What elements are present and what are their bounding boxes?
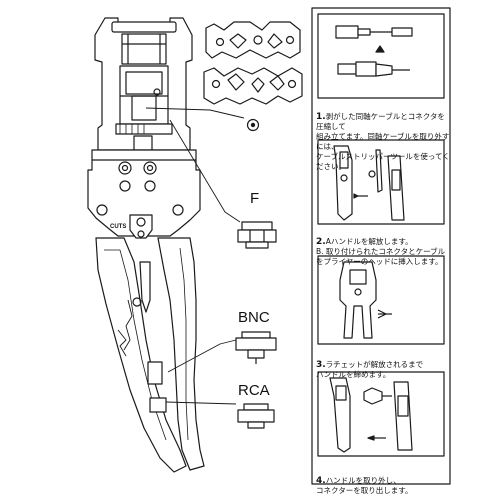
die-plate-top <box>205 21 301 59</box>
step-1-text: 1.剥がした同軸ケーブルとコネクタを圧縮して 組み立てます。同軸ケーブルを取り外… <box>316 102 452 172</box>
step-1-body: 剥がした同軸ケーブルとコネクタを圧縮して 組み立てます。同軸ケーブルを取り外すに… <box>316 112 450 171</box>
step-3-text: 3.ラチェットが解放されるまで ハンドルを締めます。 <box>316 350 452 380</box>
bnc-connector-drawing <box>235 331 277 364</box>
step1-figure <box>317 13 445 99</box>
step4-figure <box>317 371 445 457</box>
rca-connector-drawing <box>237 403 275 429</box>
step-2-number: 2. <box>316 237 326 247</box>
step-4-number: 4. <box>316 476 326 486</box>
step-2-text: 2.Aハンドルを解放します。 B. 取り付けられたコネクタとケーブル をプライヤ… <box>316 227 452 267</box>
label-cuts: CUTS <box>110 224 127 230</box>
body-rivet-right <box>143 161 157 175</box>
step-3-body: ラチェットが解放されるまで ハンドルを締めます。 <box>316 360 424 379</box>
handle-latch <box>147 361 163 385</box>
label-rca: RCA <box>238 382 270 399</box>
step-3-number: 3. <box>316 360 326 370</box>
step-1-number: 1. <box>316 112 326 122</box>
step-2-body: Aハンドルを解放します。 B. 取り付けられたコネクタとケーブル をプライヤーの… <box>316 237 446 266</box>
step2-figure <box>317 139 445 225</box>
die-center-mark <box>246 118 260 132</box>
step-4-text: 4.ハンドルを取り外し、 コネクターを取り出します。 <box>316 466 452 496</box>
tool-body <box>87 149 201 237</box>
label-f: F <box>250 190 260 207</box>
crimping-tool <box>87 17 205 473</box>
leader-lines <box>145 107 245 405</box>
f-connector-drawing <box>237 221 277 249</box>
step-4-body: ハンドルを取り外し、 コネクターを取り出します。 <box>316 476 413 495</box>
right-handle <box>157 237 205 471</box>
label-bnc: BNC <box>238 309 270 326</box>
ratchet-spring <box>139 261 151 313</box>
body-rivet-left <box>118 161 132 175</box>
step3-figure <box>317 255 445 345</box>
die-plate-bottom <box>203 67 303 105</box>
